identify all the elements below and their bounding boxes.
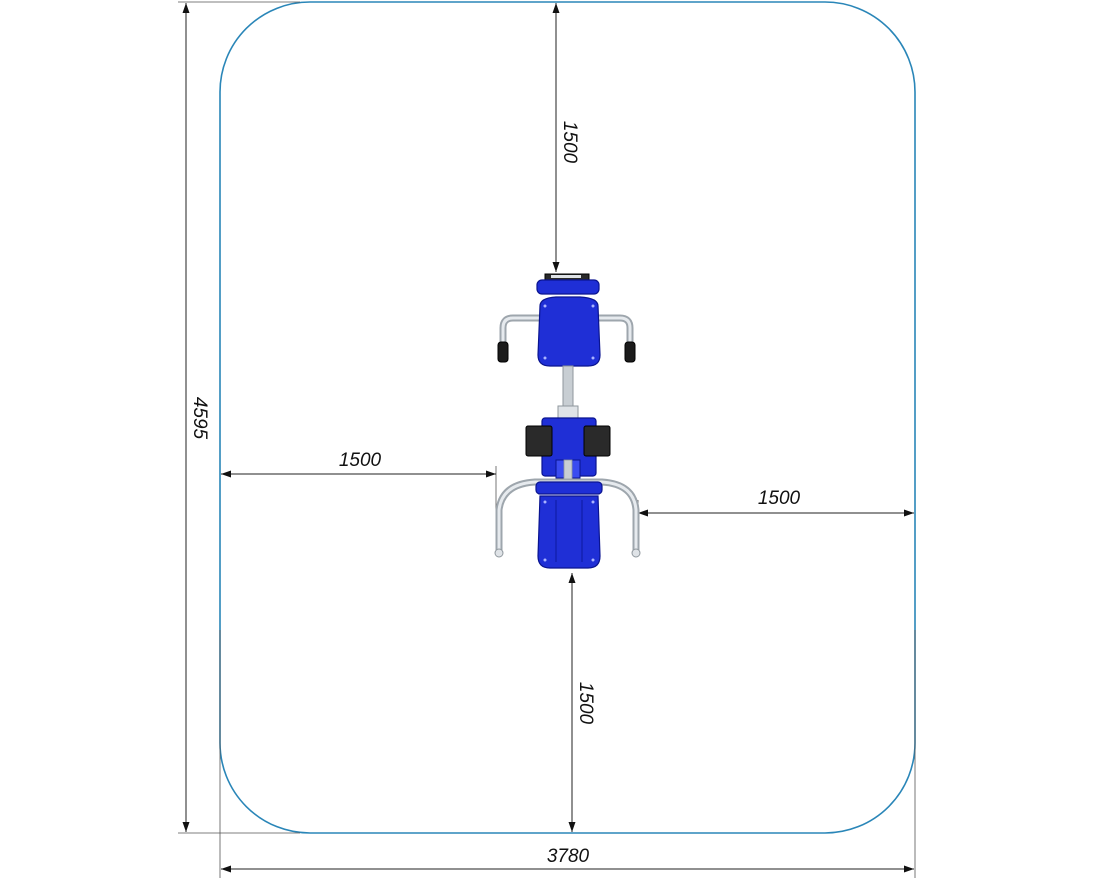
clearance-left-label: 1500 (339, 450, 382, 471)
dimension-total-height: 4595 (182, 3, 210, 832)
dimension-clearance-top: 1500 (552, 3, 580, 272)
dimension-clearance-right: 1500 (638, 488, 914, 517)
clearance-bottom-label: 1500 (575, 682, 596, 725)
clearance-right-label: 1500 (758, 488, 801, 509)
upper-unit (497, 273, 636, 367)
fitness-equipment (494, 273, 641, 569)
lower-unit (494, 417, 641, 569)
central-beam (562, 365, 574, 409)
total-width-label: 3780 (547, 846, 590, 867)
safety-zone-outline (219, 1, 916, 834)
dimension-total-width: 3780 (221, 846, 914, 873)
total-height-label: 4595 (189, 397, 210, 440)
dimension-clearance-bottom: 1500 (568, 573, 596, 832)
dimension-clearance-left: 1500 (221, 450, 496, 478)
clearance-top-label: 1500 (559, 121, 580, 164)
